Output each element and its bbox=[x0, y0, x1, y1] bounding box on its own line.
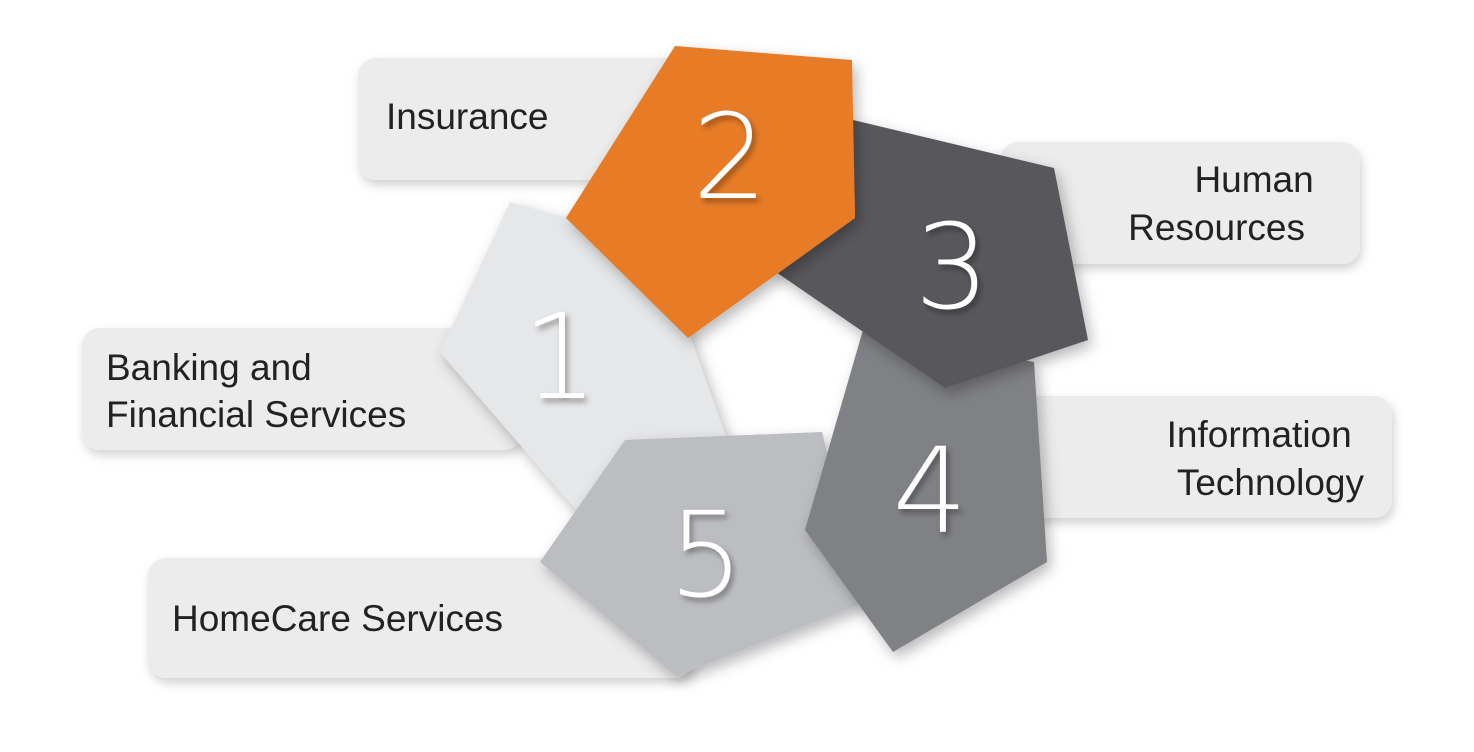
label-insurance: Insurance bbox=[386, 96, 549, 137]
segment-numbers: 1 2 3 4 5 bbox=[522, 88, 989, 624]
labels: Insurance Human Resources Banking and Fi… bbox=[106, 96, 1364, 639]
segment-5-number: 5 bbox=[668, 486, 743, 624]
label-line: HomeCare Services bbox=[172, 598, 503, 639]
label-line: Technology bbox=[1177, 462, 1365, 503]
label-homecare: HomeCare Services bbox=[172, 598, 503, 639]
segment-2-shape bbox=[566, 46, 855, 338]
label-line: Banking and bbox=[106, 347, 312, 388]
segments bbox=[440, 46, 1088, 676]
label-boxes bbox=[82, 58, 1392, 678]
label-information-technology: Information Technology bbox=[1167, 414, 1365, 503]
label-banking-financial: Banking and Financial Services bbox=[106, 347, 406, 435]
label-line: Information bbox=[1167, 414, 1352, 455]
label-box-homecare bbox=[148, 558, 693, 678]
label-box-information-technology bbox=[1000, 396, 1392, 518]
segment-4-shape bbox=[805, 330, 1047, 652]
label-box-human-resources bbox=[1000, 142, 1360, 264]
segment-5-shape bbox=[540, 432, 864, 676]
label-box-insurance bbox=[358, 58, 688, 180]
segment-2-number: 2 bbox=[692, 88, 767, 226]
segment-1-number: 1 bbox=[522, 288, 597, 426]
segment-4-number: 4 bbox=[892, 422, 967, 560]
segment-3-number: 3 bbox=[914, 198, 989, 336]
label-box-banking bbox=[82, 328, 522, 450]
label-line: Human bbox=[1194, 159, 1313, 200]
label-line: Resources bbox=[1128, 207, 1305, 248]
label-line: Insurance bbox=[386, 96, 549, 137]
label-human-resources: Human Resources bbox=[1128, 159, 1324, 248]
label-line: Financial Services bbox=[106, 394, 406, 435]
